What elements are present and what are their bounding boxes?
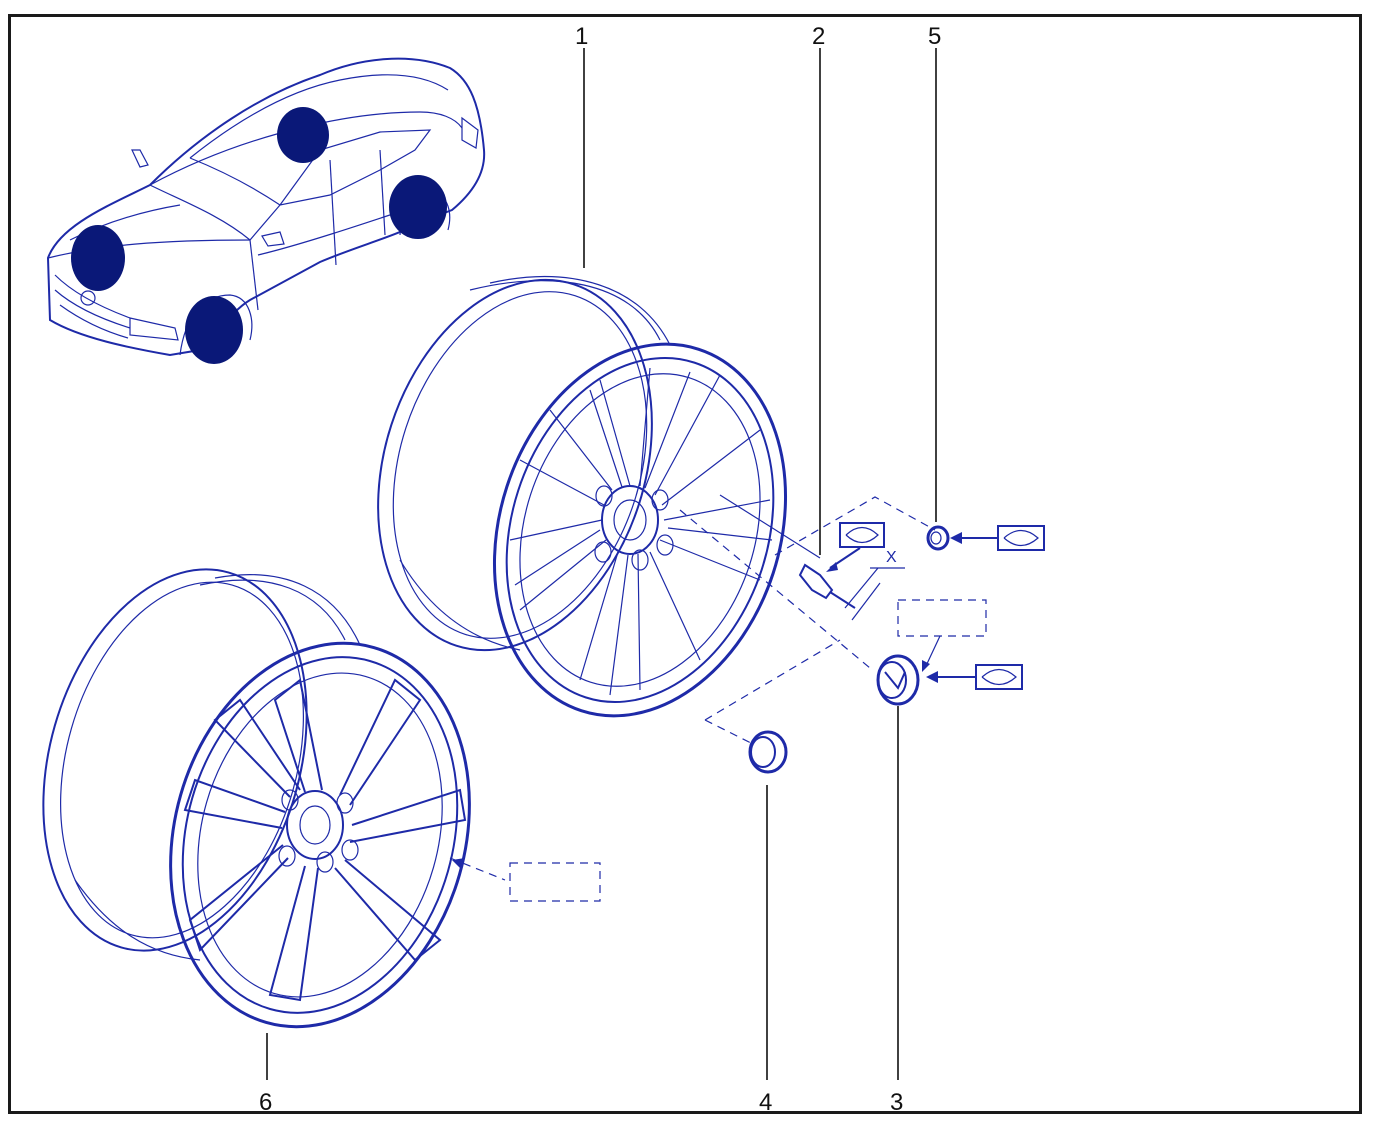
alloy-wheel-icon: [42, 568, 471, 1029]
rear-right-wheel-marker: [389, 175, 447, 239]
front-left-wheel-marker: [71, 225, 125, 291]
torque-spec-icon: [826, 522, 885, 572]
dimension-x-label: X: [886, 549, 897, 566]
diagram-frame: [8, 14, 1362, 1114]
callout-5: 5: [928, 23, 941, 50]
center-cap-icon: [926, 525, 950, 551]
callout-1: 1: [575, 23, 588, 50]
center-cap-icon: [876, 654, 920, 706]
callout-3: 3: [890, 1089, 903, 1116]
front-right-wheel-marker: [185, 296, 243, 364]
alloy-wheel-icon: [377, 276, 788, 718]
callout-6: 6: [259, 1089, 272, 1116]
callout-4: 4: [759, 1089, 772, 1116]
car-icon: [46, 57, 486, 364]
rear-left-wheel-marker: [277, 107, 329, 163]
center-cap-icon: [748, 730, 788, 774]
valve-icon: [798, 563, 905, 621]
torque-spec-icon: [926, 664, 1023, 690]
torque-spec-icon: [950, 525, 1045, 551]
callout-2: 2: [812, 23, 825, 50]
